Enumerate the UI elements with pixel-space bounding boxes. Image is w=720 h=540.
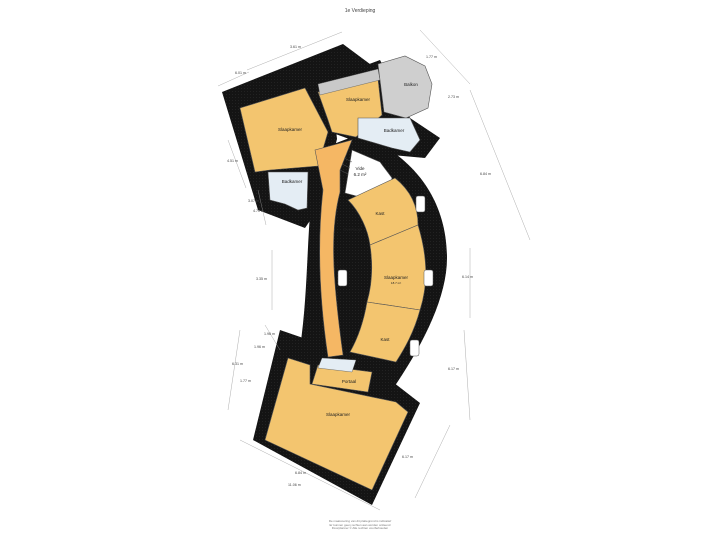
label-slaapkamer-n: Slaapkamer <box>346 97 371 102</box>
dim-left-e: 1.96 m <box>264 332 275 336</box>
dimension-lines <box>217 29 531 511</box>
room-badkamer-ne <box>357 117 421 153</box>
bath-portaal <box>317 357 357 373</box>
dim-right-e: 6.17 m <box>402 455 413 459</box>
footer-line: Er kunnen geen rechten aan worden ontlee… <box>329 522 391 527</box>
dim-left-c: 4.70 m <box>253 209 264 213</box>
dim-left-h: 1.77 m <box>240 379 251 383</box>
label-portaal: Portaal <box>342 379 356 384</box>
room-slaapkamer-s <box>264 357 409 491</box>
dim-bottom-b: 11.06 m <box>288 483 301 487</box>
label-balkon: Balkon <box>404 82 418 87</box>
dim-right-b: 6.84 m <box>480 172 491 176</box>
stairs <box>339 157 353 175</box>
dim-left-g: 6.31 m <box>232 362 243 366</box>
room-kast <box>349 301 421 363</box>
dim-top-b: 6.01 m <box>235 71 246 75</box>
dim-left-d: 3.35 m <box>256 277 267 281</box>
label-vide: Vide <box>356 166 365 171</box>
label-kast: Kast <box>380 337 390 342</box>
room-balkon <box>377 55 433 119</box>
label-badkamer-ne: Badkamer <box>384 128 405 133</box>
footer-disclaimer: De maatvoering van dit plattegrond is in… <box>250 519 470 531</box>
label-slaapkamer-s: Slaapkamer <box>326 412 351 417</box>
dim-right-d: 6.17 m <box>448 367 459 371</box>
room-overloop <box>314 139 353 358</box>
dim-top-c: 1.77 m <box>426 55 437 59</box>
room-portaal <box>311 364 373 393</box>
floor-title: 1e Verdieping <box>344 8 376 14</box>
footer-line: Floorplanner © Alle rechten voorbehouden <box>331 526 389 531</box>
label-vide-area: 6.2 m² <box>354 172 367 177</box>
label-slaapkamer-nw: Slaapkamer <box>278 127 303 132</box>
dim-right-a: 2.73 m <box>448 95 459 99</box>
dim-left-f: 1.96 m <box>254 345 265 349</box>
dim-left-a: 4.51 m <box>227 159 238 163</box>
label-studeerkamer: Kast <box>375 211 385 216</box>
room-badkamer-w <box>267 171 309 211</box>
label-badkamer-w: Badkamer <box>282 179 303 184</box>
dim-left-b: 3.07 m <box>248 199 259 203</box>
label-slaapkamer-mid: Slaapkamer <box>384 275 409 280</box>
dim-top-a: 3.61 m <box>290 45 301 49</box>
label-overloop: Overloop <box>343 227 362 232</box>
dim-bottom-a: 6.84 m <box>295 471 306 475</box>
label-slaapkamer-mid-sub: 18.7 m² <box>391 281 401 285</box>
dim-right-c: 6.14 m <box>462 275 473 279</box>
window-bays <box>337 195 434 357</box>
footer-line: De maatvoering van dit plattegrond is in… <box>328 519 392 523</box>
